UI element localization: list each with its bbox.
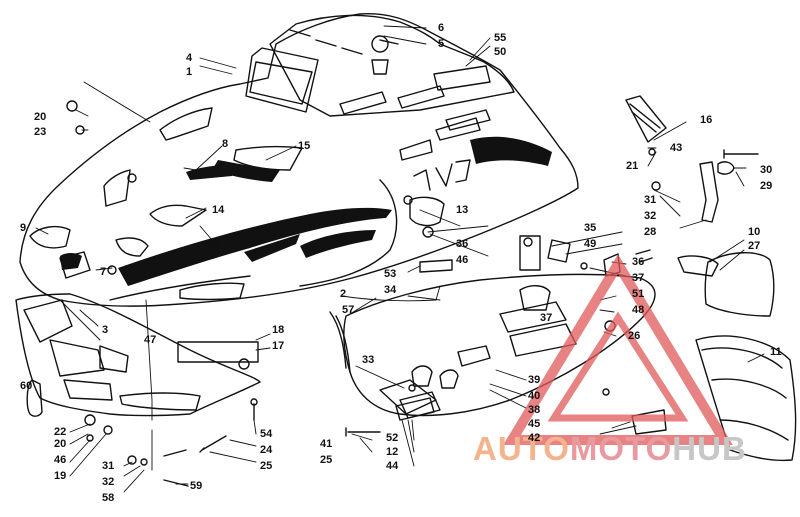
- callout-14: 14: [212, 204, 225, 216]
- callout-2: 2: [340, 288, 347, 300]
- callout-23: 23: [34, 126, 47, 138]
- callout-5: 5: [438, 38, 445, 50]
- watermark-word-1: AUTO: [473, 430, 570, 467]
- callout-39: 39: [528, 374, 541, 386]
- callout-22: 22: [54, 426, 67, 438]
- callout-54: 54: [260, 428, 273, 440]
- callout-21: 21: [626, 160, 639, 172]
- callout-6: 6: [438, 22, 445, 34]
- callout-31-right: 31: [644, 194, 657, 206]
- callout-59: 59: [190, 480, 203, 492]
- callout-50: 50: [494, 46, 507, 58]
- callout-58: 58: [102, 492, 115, 504]
- callout-56: 56: [208, 240, 221, 252]
- callout-3: 3: [102, 324, 109, 336]
- callout-1: 1: [186, 66, 193, 78]
- callout-35: 35: [584, 222, 597, 234]
- leader-lines: [35, 25, 765, 493]
- deflector-part: [625, 95, 667, 143]
- callout-15: 15: [298, 140, 311, 152]
- callout-9: 9: [20, 222, 27, 234]
- belly-pan-part: [15, 293, 261, 417]
- watermark-triangle-icon: [503, 254, 733, 445]
- callout-47: 47: [144, 334, 157, 346]
- callout-52: 52: [386, 432, 399, 444]
- callout-13: 13: [456, 204, 469, 216]
- callout-41: 41: [320, 438, 333, 450]
- callout-25-right: 25: [320, 454, 333, 466]
- hood-stripes: [60, 136, 552, 286]
- callout-55: 55: [494, 32, 507, 44]
- callout-32-right: 32: [644, 210, 657, 222]
- callout-16: 16: [700, 114, 713, 126]
- flap-part: [677, 252, 775, 317]
- callout-46-left: 46: [54, 454, 67, 466]
- callout-37-center: 37: [540, 312, 553, 324]
- callout-31-bottom: 31: [102, 460, 115, 472]
- callout-20-bottom: 20: [54, 438, 67, 450]
- callout-30: 30: [760, 164, 773, 176]
- callout-8: 8: [222, 138, 229, 150]
- callout-4: 4: [186, 52, 193, 64]
- callout-60: 60: [20, 380, 33, 392]
- callout-20-top: 20: [34, 111, 47, 123]
- callout-33: 33: [362, 354, 375, 366]
- callout-49: 49: [584, 238, 597, 250]
- callout-57: 57: [342, 304, 355, 316]
- callout-26: 26: [628, 330, 641, 342]
- callout-12: 12: [386, 446, 399, 458]
- track-guard-part: [695, 335, 797, 462]
- callout-45: 45: [528, 418, 541, 430]
- callout-40: 40: [528, 390, 541, 402]
- callout-17: 17: [272, 340, 285, 352]
- callout-24: 24: [260, 444, 273, 456]
- watermark-word-2: MOTO: [569, 430, 673, 467]
- callout-42: 42: [528, 432, 541, 444]
- callout-34: 34: [384, 284, 397, 296]
- watermark-logo: AUTOMOTOHUB: [473, 430, 747, 468]
- callout-25-left: 25: [260, 460, 273, 472]
- callout-27: 27: [748, 240, 761, 252]
- callout-19: 19: [54, 470, 67, 482]
- side-panel-part: [329, 273, 656, 419]
- callout-43: 43: [670, 142, 683, 154]
- callout-37-top: 37: [632, 272, 645, 284]
- callout-51: 51: [632, 288, 645, 300]
- callout-18: 18: [272, 324, 285, 336]
- callout-36-right: 36: [632, 256, 645, 268]
- hood-part: [19, 12, 579, 307]
- callout-53: 53: [384, 268, 397, 280]
- hinge-part: [699, 161, 735, 223]
- callout-28: 28: [644, 226, 657, 238]
- callout-32-bottom: 32: [102, 476, 115, 488]
- hardware-parts: [26, 35, 759, 487]
- callout-44: 44: [386, 460, 399, 472]
- callout-36-left: 36: [456, 238, 469, 250]
- watermark-word-3: HUB: [672, 430, 747, 467]
- callout-11: 11: [770, 346, 782, 358]
- callout-29: 29: [760, 180, 773, 192]
- callout-46-right: 46: [456, 254, 469, 266]
- callout-48: 48: [632, 304, 645, 316]
- callout-10: 10: [748, 226, 761, 238]
- callout-7: 7: [100, 266, 107, 278]
- callout-38: 38: [528, 404, 541, 416]
